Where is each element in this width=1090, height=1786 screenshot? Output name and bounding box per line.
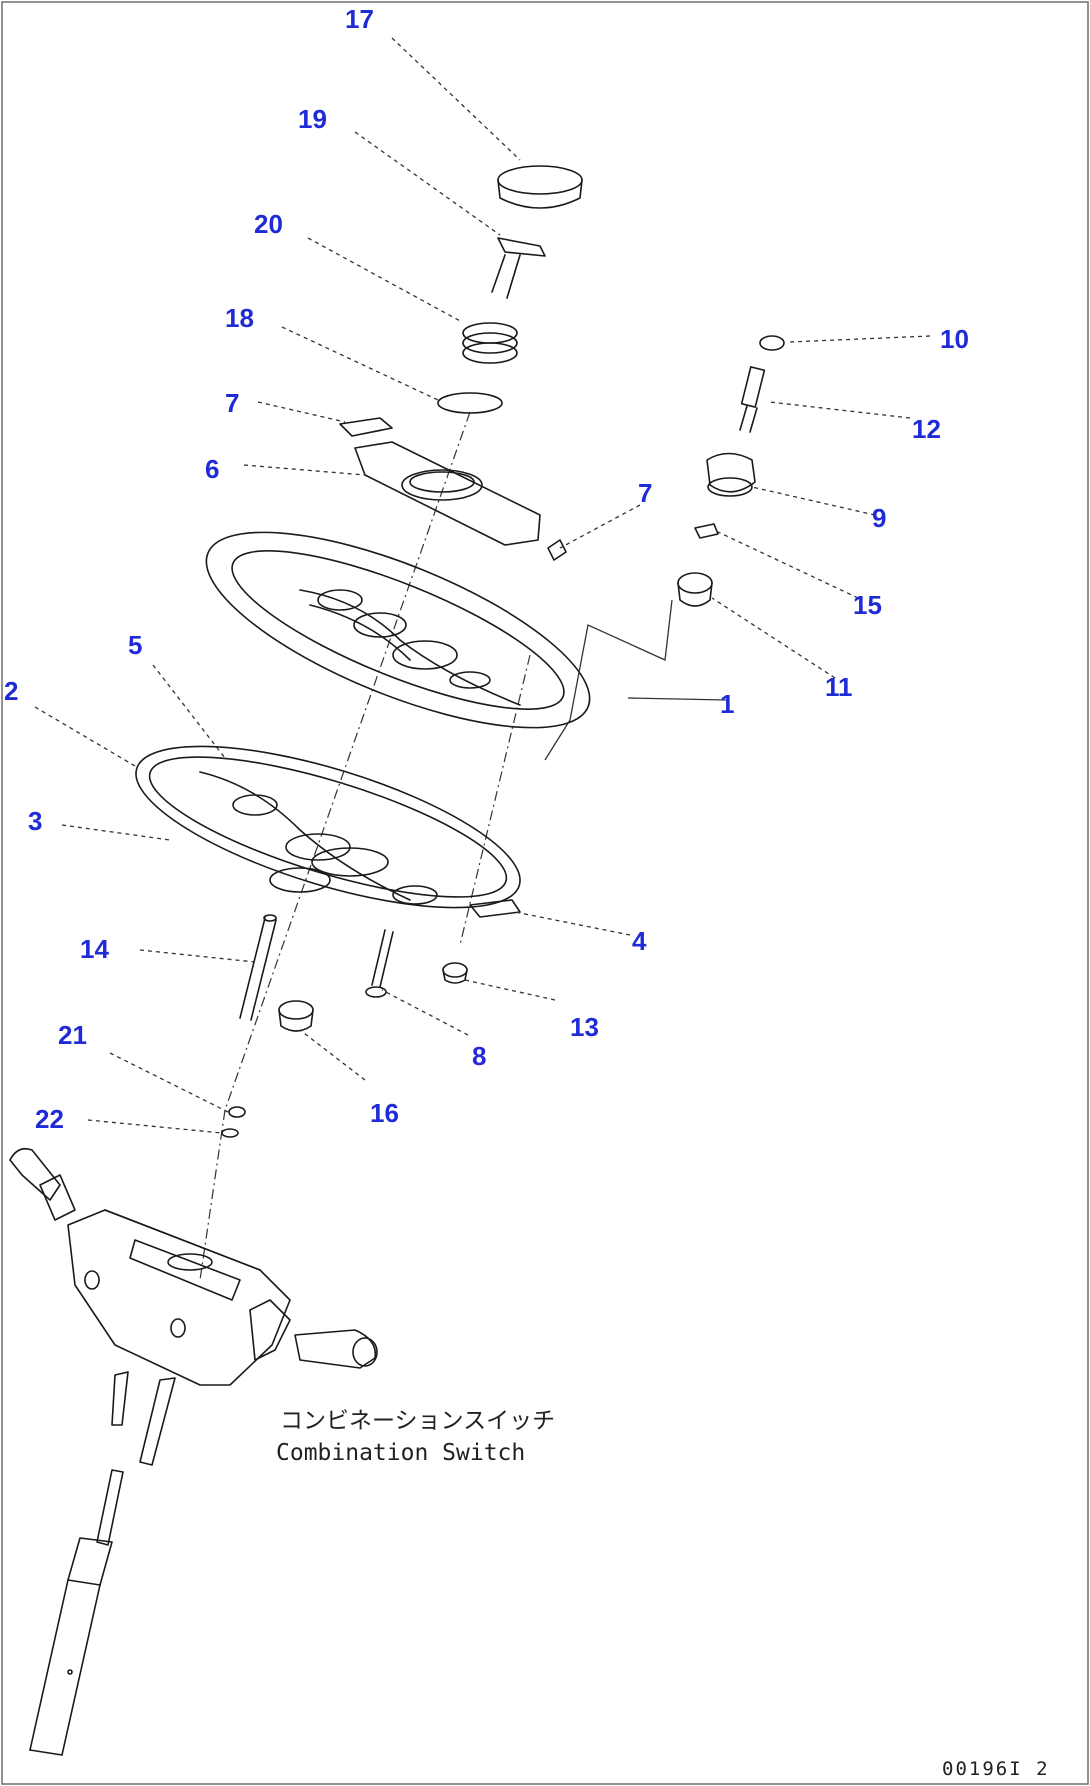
part-14-pin [239, 914, 277, 1021]
part-8-bolt [365, 929, 394, 998]
part-18-washer [437, 392, 503, 414]
callout-17: 17 [345, 4, 374, 34]
part-19-nut [491, 237, 546, 299]
callout-2: 2 [4, 676, 18, 706]
callout-10: 10 [940, 324, 969, 354]
part-7-clip-right [547, 539, 567, 561]
caption-japanese: コンビネーションスイッチ [280, 1408, 555, 1434]
callout-13: 13 [570, 1012, 599, 1042]
callout-11: 11 [825, 672, 853, 702]
callout-15: 15 [853, 590, 882, 620]
callout-9: 9 [872, 503, 886, 533]
callout-19: 19 [298, 104, 327, 134]
part-7-clip-left [339, 417, 393, 437]
part-3-hub [199, 771, 438, 905]
part-1-steering-wheel [205, 531, 591, 729]
callout-6: 6 [205, 454, 219, 484]
part-11-knob-base [677, 572, 713, 607]
callout-20: 20 [254, 209, 283, 239]
part-17-cap [497, 165, 583, 209]
callout-7-upper: 7 [225, 388, 239, 418]
combination-switch [9, 1147, 378, 1756]
callout-4: 4 [632, 926, 647, 956]
callouts: 17 19 20 18 7 6 7 10 12 9 15 11 1 5 2 3 … [4, 4, 969, 1134]
callout-3: 3 [28, 806, 42, 836]
callout-1: 1 [720, 689, 734, 719]
callout-14: 14 [80, 934, 109, 964]
part-10-nut [759, 335, 785, 351]
callout-5: 5 [128, 630, 142, 660]
part-20-spring [462, 322, 518, 364]
center-axis-main [224, 411, 471, 1111]
part-22-washer [221, 1128, 239, 1138]
callout-8: 8 [472, 1041, 486, 1071]
drawing-code: 00196I 2 [942, 1758, 1050, 1780]
part-21-nut [228, 1106, 246, 1118]
center-axis-lower [199, 1109, 226, 1281]
part-9-knob [706, 452, 756, 497]
callout-16: 16 [370, 1098, 399, 1128]
callout-18: 18 [225, 303, 254, 333]
callout-22: 22 [35, 1104, 64, 1134]
callout-21: 21 [58, 1020, 87, 1050]
part-4-rim-detail [469, 899, 521, 918]
leader-lines [34, 37, 931, 1134]
part-6-plate [354, 441, 541, 546]
part-13-nut [442, 962, 468, 984]
caption-english: Combination Switch [276, 1440, 525, 1466]
part-15-clip [694, 523, 719, 539]
callout-12: 12 [912, 414, 941, 444]
part-12-bolt [739, 366, 766, 433]
callout-7-lower: 7 [638, 478, 652, 508]
part-2-lower-rim [135, 745, 521, 909]
part-16-bushing [278, 1000, 314, 1032]
